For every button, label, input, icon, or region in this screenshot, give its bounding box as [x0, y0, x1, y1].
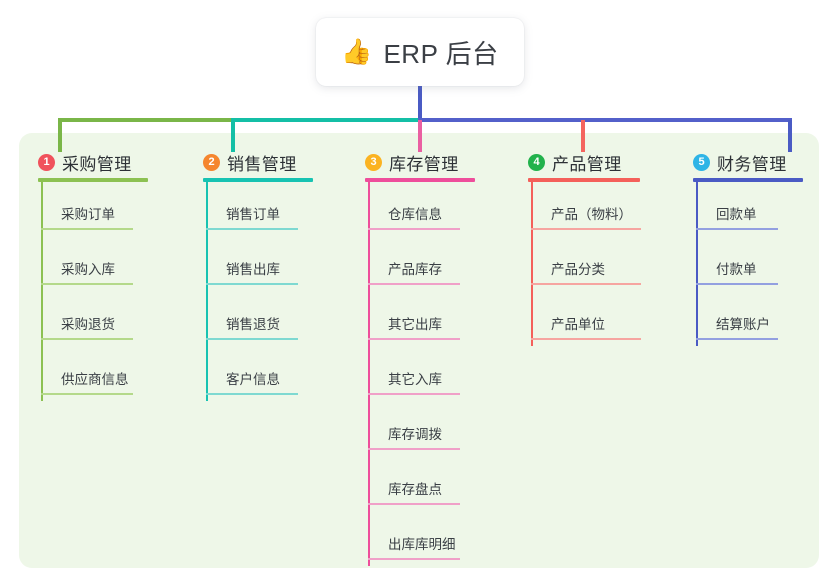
branch-item-underline: [531, 228, 641, 230]
branch-item-underline: [206, 283, 298, 285]
branch-item-label: 库存调拨: [388, 427, 442, 442]
branch-underline: [203, 178, 313, 182]
branch-item[interactable]: 采购退货: [41, 302, 133, 340]
branch-item-label: 客户信息: [226, 372, 280, 387]
branch-title: 采购管理: [62, 155, 132, 174]
branch-item[interactable]: 其它出库: [368, 302, 460, 340]
branch-badge-number: 1: [38, 154, 55, 171]
root-node-erp-backend[interactable]: 👍 ERP 后台: [316, 18, 524, 86]
branch-title: 财务管理: [717, 155, 787, 174]
branch-item-label: 销售订单: [226, 207, 280, 222]
branch-item[interactable]: 销售出库: [206, 247, 298, 285]
branch-item[interactable]: 产品分类: [531, 247, 641, 285]
branch-item-underline: [368, 503, 460, 505]
branch-item-label: 产品分类: [551, 262, 605, 277]
branch-item-label: 产品单位: [551, 317, 605, 332]
branch-item-label: 销售退货: [226, 317, 280, 332]
branch-item-underline: [41, 228, 133, 230]
branch-item[interactable]: 结算账户: [696, 302, 778, 340]
branch-item-label: 产品（物料）: [551, 207, 632, 222]
branch-header-1[interactable]: 1 采购管理: [38, 150, 132, 175]
branch-item-label: 采购入库: [61, 262, 115, 277]
branch-underline: [528, 178, 640, 182]
branch-header-3[interactable]: 3 库存管理: [365, 150, 459, 175]
branch-underline: [693, 178, 803, 182]
branch-item[interactable]: 库存调拨: [368, 412, 460, 450]
branch-item-underline: [206, 338, 298, 340]
branch-item-underline: [41, 338, 133, 340]
branch-title: 销售管理: [227, 155, 297, 174]
branch-spine: [696, 182, 698, 346]
branch-title: 产品管理: [552, 155, 622, 174]
branch-badge-number: 3: [365, 154, 382, 171]
branch-badge-number: 5: [693, 154, 710, 171]
branch-item[interactable]: 其它入库: [368, 357, 460, 395]
branch-item-label: 结算账户: [716, 317, 770, 332]
branch-spine: [368, 182, 370, 566]
branch-item-label: 销售出库: [226, 262, 280, 277]
branch-underline: [365, 178, 475, 182]
thumbs-up-icon: 👍: [341, 37, 373, 66]
branch-item[interactable]: 采购订单: [41, 192, 133, 230]
branch-item-underline: [41, 283, 133, 285]
branch-badge-number: 2: [203, 154, 220, 171]
branch-item[interactable]: 供应商信息: [41, 357, 133, 395]
branch-item-label: 库存盘点: [388, 482, 442, 497]
branch-item-underline: [696, 283, 778, 285]
branch-spine: [41, 182, 43, 401]
branch-item-underline: [368, 228, 460, 230]
branch-item-underline: [368, 393, 460, 395]
branch-item-label: 采购退货: [61, 317, 115, 332]
branch-item[interactable]: 产品单位: [531, 302, 641, 340]
branch-title: 库存管理: [389, 155, 459, 174]
branch-item-underline: [368, 448, 460, 450]
branch-underline: [38, 178, 148, 182]
branch-item-label: 付款单: [716, 262, 757, 277]
branch-spine: [206, 182, 208, 401]
branch-spine: [531, 182, 533, 346]
branch-header-5[interactable]: 5 财务管理: [693, 150, 787, 175]
branch-item-underline: [206, 393, 298, 395]
branch-item-underline: [696, 338, 778, 340]
branch-item-label: 仓库信息: [388, 207, 442, 222]
branch-item-label: 回款单: [716, 207, 757, 222]
root-node-title: ERP 后台: [383, 38, 499, 69]
branch-header-4[interactable]: 4 产品管理: [528, 150, 622, 175]
branch-item-underline: [531, 338, 641, 340]
branch-item-underline: [368, 338, 460, 340]
branch-item-label: 出库库明细: [388, 537, 456, 552]
branch-badge-number: 4: [528, 154, 545, 171]
branch-item-underline: [368, 283, 460, 285]
branch-item-label: 其它出库: [388, 317, 442, 332]
branch-item-label: 供应商信息: [61, 372, 129, 387]
diagram-panel: [19, 133, 819, 568]
branch-item-label: 产品库存: [388, 262, 442, 277]
branch-item[interactable]: 销售退货: [206, 302, 298, 340]
branch-item[interactable]: 库存盘点: [368, 467, 460, 505]
branch-item-underline: [531, 283, 641, 285]
branch-item-underline: [696, 228, 778, 230]
branch-item-underline: [206, 228, 298, 230]
branch-header-2[interactable]: 2 销售管理: [203, 150, 297, 175]
branch-item[interactable]: 客户信息: [206, 357, 298, 395]
branch-item[interactable]: 仓库信息: [368, 192, 460, 230]
branch-item-underline: [41, 393, 133, 395]
branch-item[interactable]: 采购入库: [41, 247, 133, 285]
branch-item-label: 其它入库: [388, 372, 442, 387]
branch-item[interactable]: 回款单: [696, 192, 778, 230]
branch-item-underline: [368, 558, 460, 560]
branch-item[interactable]: 产品（物料）: [531, 192, 641, 230]
branch-item[interactable]: 销售订单: [206, 192, 298, 230]
branch-item[interactable]: 出库库明细: [368, 522, 460, 560]
branch-item[interactable]: 付款单: [696, 247, 778, 285]
branch-item-label: 采购订单: [61, 207, 115, 222]
branch-item[interactable]: 产品库存: [368, 247, 460, 285]
